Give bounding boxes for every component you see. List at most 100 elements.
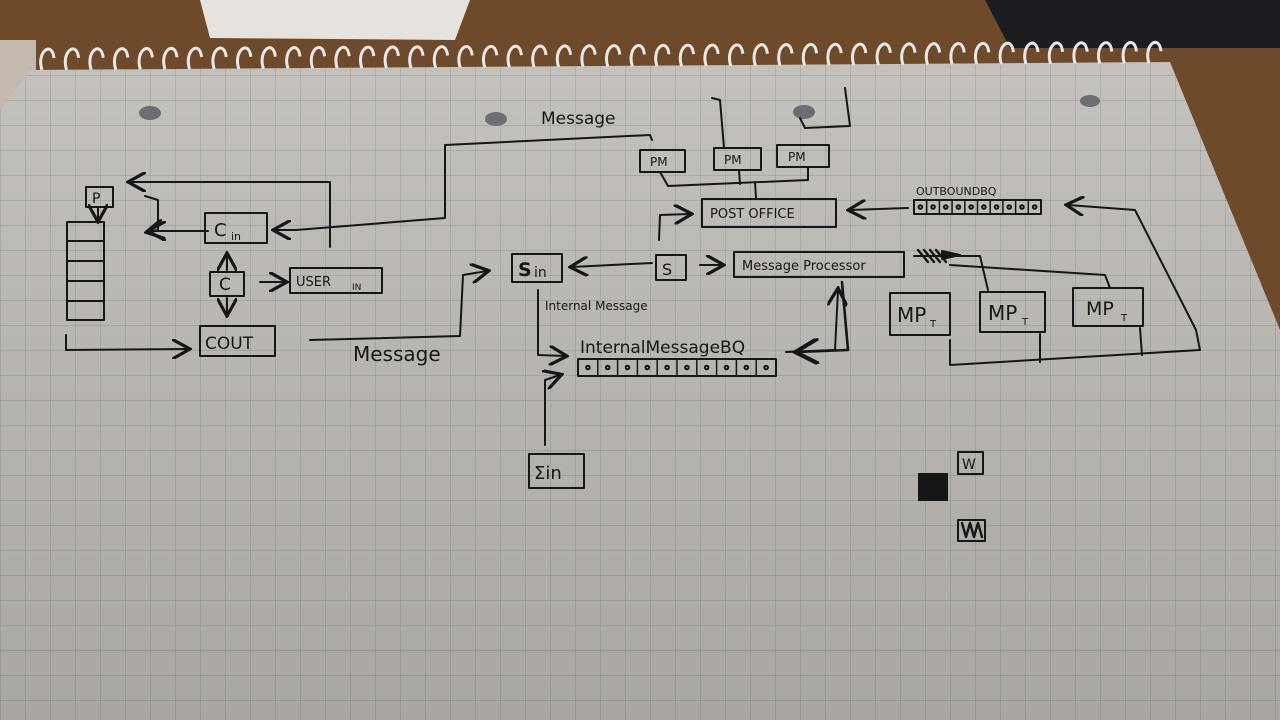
spiral-ring xyxy=(1121,41,1138,64)
post-office-label: POST OFFICE xyxy=(710,207,795,222)
spiral-ring xyxy=(186,46,204,70)
mp-sub-1: T xyxy=(929,319,937,330)
spiral-ring xyxy=(752,43,769,67)
user-in-box xyxy=(289,267,383,294)
queue-cell-item xyxy=(993,204,1000,210)
spiral-ring xyxy=(949,42,966,65)
pm-box xyxy=(713,147,762,171)
message-processor-box xyxy=(733,251,905,278)
queue-cell-item xyxy=(723,364,730,371)
mp-box xyxy=(979,291,1046,333)
spiral-ring xyxy=(236,46,253,70)
legend-filled-box xyxy=(918,473,948,501)
user-in-label: USER xyxy=(296,275,331,290)
internal-message-label: Internal Message xyxy=(545,299,648,313)
mp-label-2: MP xyxy=(988,301,1017,325)
s-in-sub: in xyxy=(534,265,547,281)
spiral-ring xyxy=(457,45,474,68)
spiral-ring xyxy=(1097,41,1114,65)
spiral-ring xyxy=(260,46,277,70)
spiral-ring xyxy=(875,42,892,66)
spiral-ring xyxy=(137,47,154,70)
spiral-ring xyxy=(1023,41,1040,65)
spiral-ring xyxy=(88,47,105,71)
spiral-ring xyxy=(998,41,1015,65)
mp-box xyxy=(889,292,951,336)
mp-sub-2: T xyxy=(1021,317,1029,328)
c-in-sub: in xyxy=(231,230,241,243)
c-label: C xyxy=(219,275,231,295)
legend-w-box xyxy=(957,451,984,475)
spiral-ring xyxy=(285,46,302,69)
pm-label-1: PM xyxy=(650,155,668,169)
queue-cell-item xyxy=(1006,204,1013,210)
punch-hole xyxy=(1080,95,1100,107)
spiral-ring xyxy=(629,44,646,67)
spiral-ring xyxy=(580,44,597,68)
punch-hole xyxy=(139,106,161,120)
message-processor-label: Message Processor xyxy=(742,259,866,274)
message-bottom-label: Message xyxy=(353,342,441,366)
spiral-ring xyxy=(506,44,523,68)
s-label: S xyxy=(662,260,672,279)
queue-cell-item xyxy=(624,364,631,371)
spiral-ring xyxy=(1146,40,1163,64)
spiral-ring xyxy=(605,44,622,68)
spiral-ring xyxy=(309,45,327,69)
spiral-ring xyxy=(900,42,917,66)
pm-box xyxy=(776,144,830,168)
user-in-sub: IN xyxy=(352,283,361,293)
spiral-ring xyxy=(654,43,671,67)
spiral-ring xyxy=(974,41,991,65)
c-in-label: C xyxy=(214,220,227,241)
spiral-ring xyxy=(162,46,179,70)
spiral-ring xyxy=(408,45,425,69)
spiral-ring xyxy=(924,42,942,66)
queue-cell-item xyxy=(743,364,750,371)
spiral-ring xyxy=(728,43,745,67)
spiral-ring xyxy=(39,47,56,71)
spiral-binding xyxy=(39,40,1163,71)
spiral-ring xyxy=(113,47,130,71)
spiral-ring xyxy=(826,42,843,66)
spiral-ring xyxy=(211,46,228,70)
queue-cell-item xyxy=(684,364,690,371)
punch-hole xyxy=(485,112,507,126)
stack-box xyxy=(66,221,105,321)
outbound-bq-label: OUTBOUNDBQ xyxy=(916,185,997,198)
queue-cell-item xyxy=(968,204,974,210)
spiral-ring xyxy=(531,44,548,68)
spiral-ring xyxy=(334,45,351,69)
spiral-ring xyxy=(703,43,720,67)
s-box xyxy=(655,254,687,281)
spiral-ring xyxy=(482,44,499,68)
spiral-ring xyxy=(851,42,868,66)
s-in-label: S xyxy=(518,259,532,281)
queue-cell-item xyxy=(1031,204,1038,210)
queue-cell-item xyxy=(585,364,591,371)
queue-cell-item xyxy=(604,364,611,371)
p-label: P xyxy=(92,191,100,207)
c-in-box xyxy=(204,212,268,244)
sigma-in-label: Σin xyxy=(534,463,562,484)
spiral-ring xyxy=(359,45,376,69)
c-out-label: COUT xyxy=(205,334,254,354)
internal-bq-cells xyxy=(585,358,769,377)
c-box xyxy=(209,271,245,297)
mp-label-3: MP xyxy=(1086,298,1114,320)
post-office-box xyxy=(701,198,837,228)
queue-cell-item xyxy=(763,364,769,371)
queue-cell-item xyxy=(1019,204,1025,210)
spiral-ring xyxy=(801,42,819,66)
dark-object xyxy=(985,0,1280,48)
legend-w-label: W xyxy=(962,457,976,473)
mp-sub-3: T xyxy=(1120,313,1128,324)
spiral-ring xyxy=(777,43,794,66)
pm-box xyxy=(639,149,686,173)
queue-cell-item xyxy=(930,204,936,210)
sigma-in-box xyxy=(528,453,585,489)
mp-label-1: MP xyxy=(897,303,926,327)
paper-shading xyxy=(0,62,1280,720)
spiral-ring xyxy=(1047,41,1065,65)
